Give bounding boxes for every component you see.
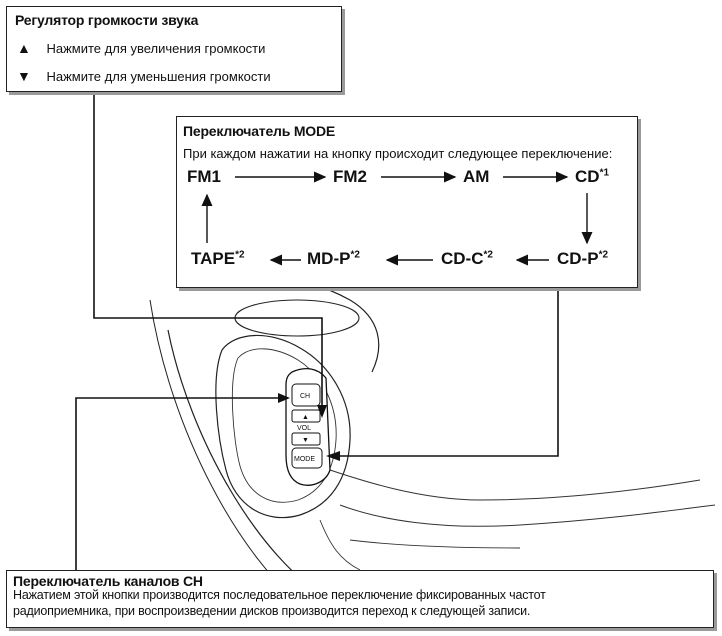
volume-down-row: ▼ Нажмите для уменьшения громкости <box>17 68 271 84</box>
connector-ch <box>75 397 284 570</box>
column-line-3 <box>349 539 521 549</box>
connector-mode-arrowhead <box>326 451 340 461</box>
connector-volume <box>93 90 323 412</box>
volume-control-box: Регулятор громкости звука ▲ Нажмите для … <box>6 6 342 92</box>
mode-box-title: Переключатель MODE <box>183 123 336 139</box>
mode-item-md-p: MD-P*2 <box>307 249 360 268</box>
ch-box-line2: радиоприемника, при воспроизведении диск… <box>13 604 531 618</box>
ch-button-label: CH <box>300 393 310 400</box>
ch-switch-box: Переключатель каналов CH Нажатием этой к… <box>6 570 714 628</box>
steering-wheel-spoke <box>215 334 351 519</box>
column-line-2 <box>339 504 716 527</box>
vol-up-button[interactable] <box>291 409 321 423</box>
volume-up-text: Нажмите для увеличения громкости <box>46 41 266 56</box>
mode-item-fm2: FM2 <box>333 167 367 186</box>
mode-sequence-arrows <box>201 171 593 266</box>
steering-wheel-rim-outer <box>179 276 380 373</box>
mode-item-cd-p: CD-P*2 <box>557 249 609 268</box>
mode-switch-box: Переключатель MODE При каждом нажатии на… <box>176 116 638 288</box>
mode-box-description: При каждом нажатии на кнопку происходит … <box>183 146 613 161</box>
vol-down-icon: ▼ <box>302 437 309 444</box>
steering-wheel-spoke-inner <box>231 348 337 503</box>
vol-down-button[interactable] <box>291 432 321 446</box>
mode-item-cd-c: CD-C*2 <box>441 249 493 268</box>
ch-box-line1: Нажатием этой кнопки производится послед… <box>13 588 546 602</box>
ch-box-title: Переключатель каналов CH <box>13 573 203 589</box>
connector-ch-arrowhead <box>278 393 290 403</box>
triangle-down-icon: ▼ <box>17 68 31 84</box>
mode-item-cd: CD*1 <box>575 167 610 186</box>
connector-volume-arrowhead <box>317 405 327 418</box>
vol-label: VOL <box>297 425 311 432</box>
volume-down-text: Нажмите для уменьшения громкости <box>46 69 271 84</box>
volume-up-row: ▲ Нажмите для увеличения громкости <box>17 40 265 56</box>
ch-button[interactable] <box>291 383 321 407</box>
volume-box-title: Регулятор громкости звука <box>15 12 199 28</box>
vol-up-icon: ▲ <box>302 414 309 421</box>
mode-item-fm1: FM1 <box>187 167 221 186</box>
connector-mode <box>332 290 559 457</box>
mode-button-label: MODE <box>294 456 315 463</box>
column-line-4 <box>319 519 361 571</box>
triangle-up-icon: ▲ <box>17 40 31 56</box>
mode-item-tape: TAPE*2 <box>191 249 245 268</box>
mode-item-am: AM <box>463 167 490 186</box>
mode-button[interactable] <box>291 447 323 469</box>
column-line-1 <box>329 469 701 501</box>
